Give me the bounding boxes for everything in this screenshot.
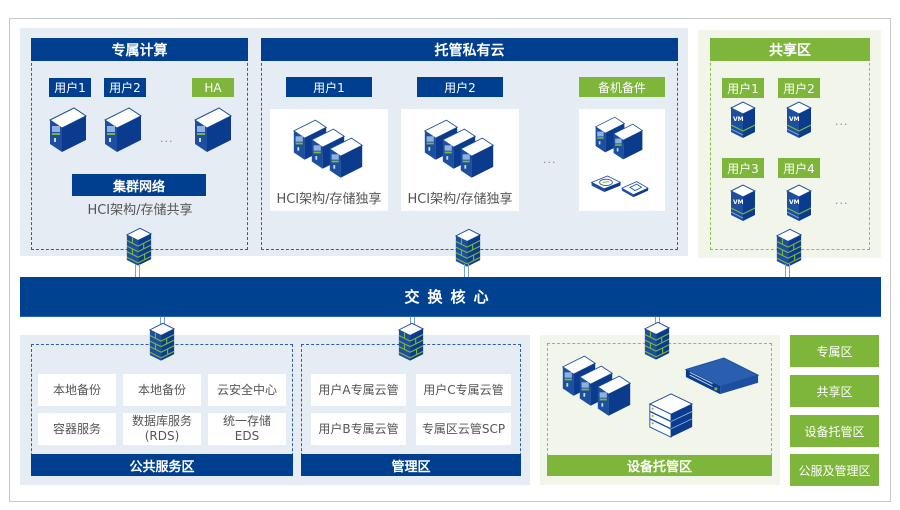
disk-icon — [590, 174, 622, 194]
legend-item-device-hosting: 设备托管区 — [790, 415, 879, 447]
user-tag: 用户2 — [104, 78, 146, 97]
dedicated-compute-title: 专属计算 — [31, 38, 248, 61]
cluster-network-label: 集群网络 — [72, 174, 206, 196]
user-tag: 用户1 — [49, 78, 91, 97]
firewall-icon — [148, 322, 176, 362]
firewall-icon — [397, 322, 425, 362]
management-item: 用户B专属云管 — [311, 413, 406, 445]
service-item: 容器服务 — [38, 413, 116, 445]
server-icon — [193, 103, 233, 155]
network-link — [160, 317, 165, 329]
chip-icon — [620, 180, 650, 198]
server-icon — [596, 372, 632, 418]
ellipsis: ... — [543, 153, 557, 166]
network-link — [410, 317, 415, 329]
server-icon — [459, 134, 495, 180]
user-tag: 用户4 — [778, 158, 820, 178]
spare-parts-tag: 备机备件 — [579, 77, 665, 97]
management-item: 专属区云管SCP — [416, 413, 511, 445]
hci-dedicated-caption: HCI架构/存储独享 — [407, 192, 513, 207]
user-tag: 用户2 — [778, 78, 820, 98]
user-tag: 用户1 — [286, 77, 372, 97]
management-title: 管理区 — [301, 454, 521, 476]
firewall-icon — [643, 321, 671, 361]
firewall-icon — [125, 227, 153, 267]
management-item: 用户A专属云管 — [311, 374, 406, 406]
vm-icon — [730, 183, 756, 223]
storage-icon — [648, 393, 694, 439]
server-icon — [103, 103, 143, 155]
service-item: 统一存储 EDS — [208, 413, 286, 445]
firewall-icon — [454, 228, 482, 268]
user-tag: 用户3 — [722, 158, 764, 178]
firewall-icon — [775, 228, 803, 268]
shared-zone-title: 共享区 — [710, 38, 870, 61]
ellipsis: ... — [835, 115, 849, 128]
management-item: 用户C专属云管 — [416, 374, 511, 406]
service-item: 本地备份 — [123, 374, 201, 406]
legend-item-dedicated: 专属区 — [790, 335, 879, 367]
ellipsis: ... — [835, 194, 849, 207]
legend-item-public-management: 公服及管理区 — [790, 454, 879, 486]
network-link — [464, 264, 469, 278]
hci-shared-caption: HCI架构/存储共享 — [87, 203, 193, 218]
user-tag: 用户2 — [417, 77, 503, 97]
ha-tag: HA — [192, 78, 234, 97]
vm-icon — [730, 100, 756, 140]
hosted-private-cloud-title: 托管私有云 — [261, 38, 678, 61]
server-icon — [328, 134, 364, 180]
network-link — [785, 264, 790, 278]
user-tag: 用户1 — [722, 78, 764, 98]
core-switch-bar: 交换核心 — [20, 277, 881, 317]
ellipsis: ... — [160, 132, 174, 145]
server-icon — [48, 103, 88, 155]
service-item: 本地备份 — [38, 374, 116, 406]
public-service-title: 公共服务区 — [31, 454, 293, 476]
hci-dedicated-caption: HCI架构/存储独享 — [276, 192, 382, 207]
server-icon — [612, 120, 644, 162]
network-link — [135, 264, 140, 278]
device-hosting-title: 设备托管区 — [547, 455, 772, 476]
vm-icon — [786, 183, 812, 223]
legend-item-shared: 共享区 — [790, 375, 879, 407]
vm-icon — [786, 100, 812, 140]
shared-zone-panel — [698, 30, 881, 258]
network-switch-icon — [684, 357, 760, 397]
service-item: 云安全中心 — [208, 374, 286, 406]
service-item: 数据库服务 (RDS) — [123, 413, 201, 445]
